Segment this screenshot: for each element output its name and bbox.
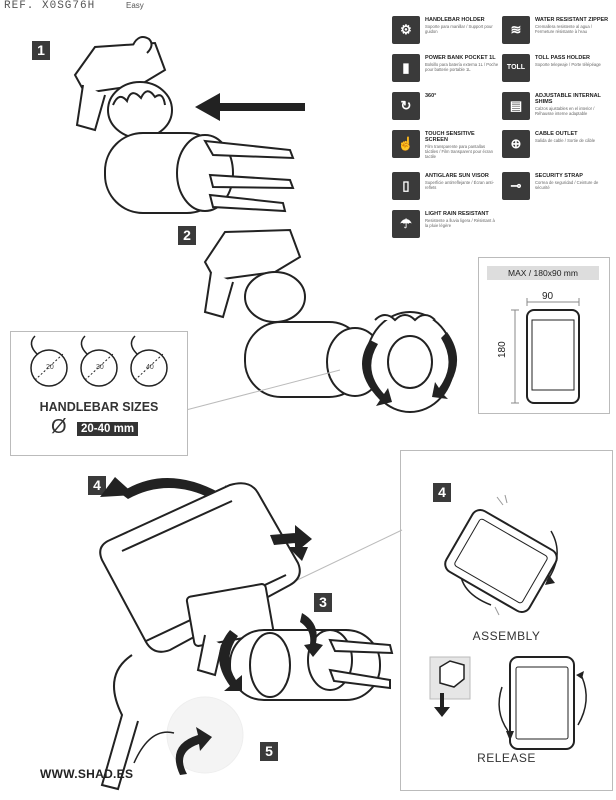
assembly-label: ASSEMBLY [472,629,541,643]
feature-title: TOLL PASS HOLDER [535,55,591,61]
feature-subtitle: Resistente a lluvia ligera / Résistant à… [425,218,495,228]
handlebar-sizes-panel: 20 30 40 HANDLEBAR SIZES Ø 20-40 mm [10,331,188,456]
feature-title: WATER RESISTANT ZIPPER [535,17,609,23]
website-url[interactable]: WWW.SHAD.ES [40,767,134,781]
handlebar-holder-icon: ⚙ [392,16,420,44]
dial-label-20: 20 [46,364,54,371]
step-4-panel-badge: 4 [433,483,451,502]
feature-item-light-rain-resistant: ☂ LIGHT RAIN RESISTANT Resistente a lluv… [392,210,500,242]
feature-title: POWER BANK POCKET 1L [425,55,496,61]
handlebar-sizes-title: HANDLEBAR SIZES [39,400,159,414]
phone-case-mount-illustration [99,477,394,791]
dial-label-40: 40 [146,364,154,371]
feature-title: TOUCH SENSITIVE SCREEN [425,131,475,144]
diameter-range-badge: 20-40 mm [77,422,139,436]
feature-subtitle: Superficie antirreflejante / Écran anti-… [425,180,494,190]
power-bank-pocket-icon: ▮ [392,54,420,82]
feature-title: CABLE OUTLET [535,131,578,137]
max-size-label: MAX / 180x90 mm [487,266,599,280]
feature-item-power-bank-pocket: ▮ POWER BANK POCKET 1L Bolsillo para bat… [392,54,500,86]
difficulty-label: Easy [126,1,144,10]
diameter-symbol: Ø [51,416,67,438]
rotate-360-icon: ↻ [392,92,420,120]
feature-subtitle: Soporte telepeaje / Porte télépéage [535,62,601,67]
release-label: RELEASE [477,751,536,765]
antiglare-visor-icon: ▯ [392,172,420,200]
feature-item-water-resistant-zipper: ≋ WATER RESISTANT ZIPPER Cremallera resi… [502,16,610,48]
feature-subtitle: Correa de seguridad / Ceinture de sécuri… [535,180,599,190]
step-1-badge: 1 [32,41,50,60]
step-2-mount-illustration [203,228,458,413]
feature-item-internal-shims: ▤ ADJUSTABLE INTERNAL SHIMS Calzos ajust… [502,92,610,124]
phone-outline-icon [511,298,580,404]
feature-item-antiglare-visor: ▯ ANTIGLARE SUN VISOR Superficie antirre… [392,172,500,204]
feature-title: HANDLEBAR HOLDER [425,17,485,23]
max-size-diagram: MAX / 180x90 mm 90 180 [478,257,610,414]
feature-item-toll-pass-holder: TOLL TOLL PASS HOLDER Soporte telepeaje … [502,54,610,86]
assembly-release-panel: 4 ASSEMBLY RELEASE [400,450,613,791]
step-5-badge: 5 [260,742,278,761]
step-4-badge: 4 [88,476,106,495]
light-rain-resistant-icon: ☂ [392,210,420,238]
feature-subtitle: Bolsillo para batería externa 1L / Poche… [425,62,499,72]
feature-item-handlebar-holder: ⚙ HANDLEBAR HOLDER Soporte para manillar… [392,16,500,48]
dial-label-30: 30 [96,364,104,371]
feature-item-rotate-360: ↻ 360° [392,92,500,124]
water-resistant-zipper-icon: ≋ [502,16,530,44]
toll-pass-holder-icon: TOLL [502,54,530,82]
internal-shims-icon: ▤ [502,92,530,120]
width-dimension: 90 [542,291,554,302]
feature-title: SECURITY STRAP [535,173,583,179]
assembly-phone-rotate-icon [444,494,558,616]
feature-subtitle: Salida de cable / Sortie de câble [535,138,596,143]
feature-subtitle: Calzos ajustables en el interior / Réhau… [535,106,595,116]
feature-subtitle: Soporte para manillar / Support pour gui… [425,24,493,34]
feature-title: LIGHT RAIN RESISTANT [425,211,489,217]
feature-title: ADJUSTABLE INTERNAL SHIMS [535,93,601,106]
security-strap-icon: ⊸ [502,172,530,200]
cable-outlet-icon: ⊕ [502,130,530,158]
feature-item-security-strap: ⊸ SECURITY STRAP Correa de seguridad / C… [502,172,610,204]
reference-code: REF. X0SG76H [4,0,96,12]
feature-title: ANTIGLARE SUN VISOR [425,173,489,179]
feature-subtitle: Film transparente para pantallas táctile… [425,144,493,159]
step-1-mount-illustration [73,36,305,214]
step-2-badge: 2 [178,226,196,245]
feature-item-touch-screen: ☝ TOUCH SENSITIVE SCREEN Film transparen… [392,130,500,162]
release-phone-rotate-icon [429,656,587,750]
touch-screen-icon: ☝ [392,130,420,158]
feature-title: 360° [425,93,437,99]
feature-item-cable-outlet: ⊕ CABLE OUTLET Salida de cable / Sortie … [502,130,610,162]
handlebar-dials-icon [30,335,168,387]
step-3-badge: 3 [314,593,332,612]
feature-subtitle: Cremallera resistente al agua / Fermetur… [535,24,593,34]
